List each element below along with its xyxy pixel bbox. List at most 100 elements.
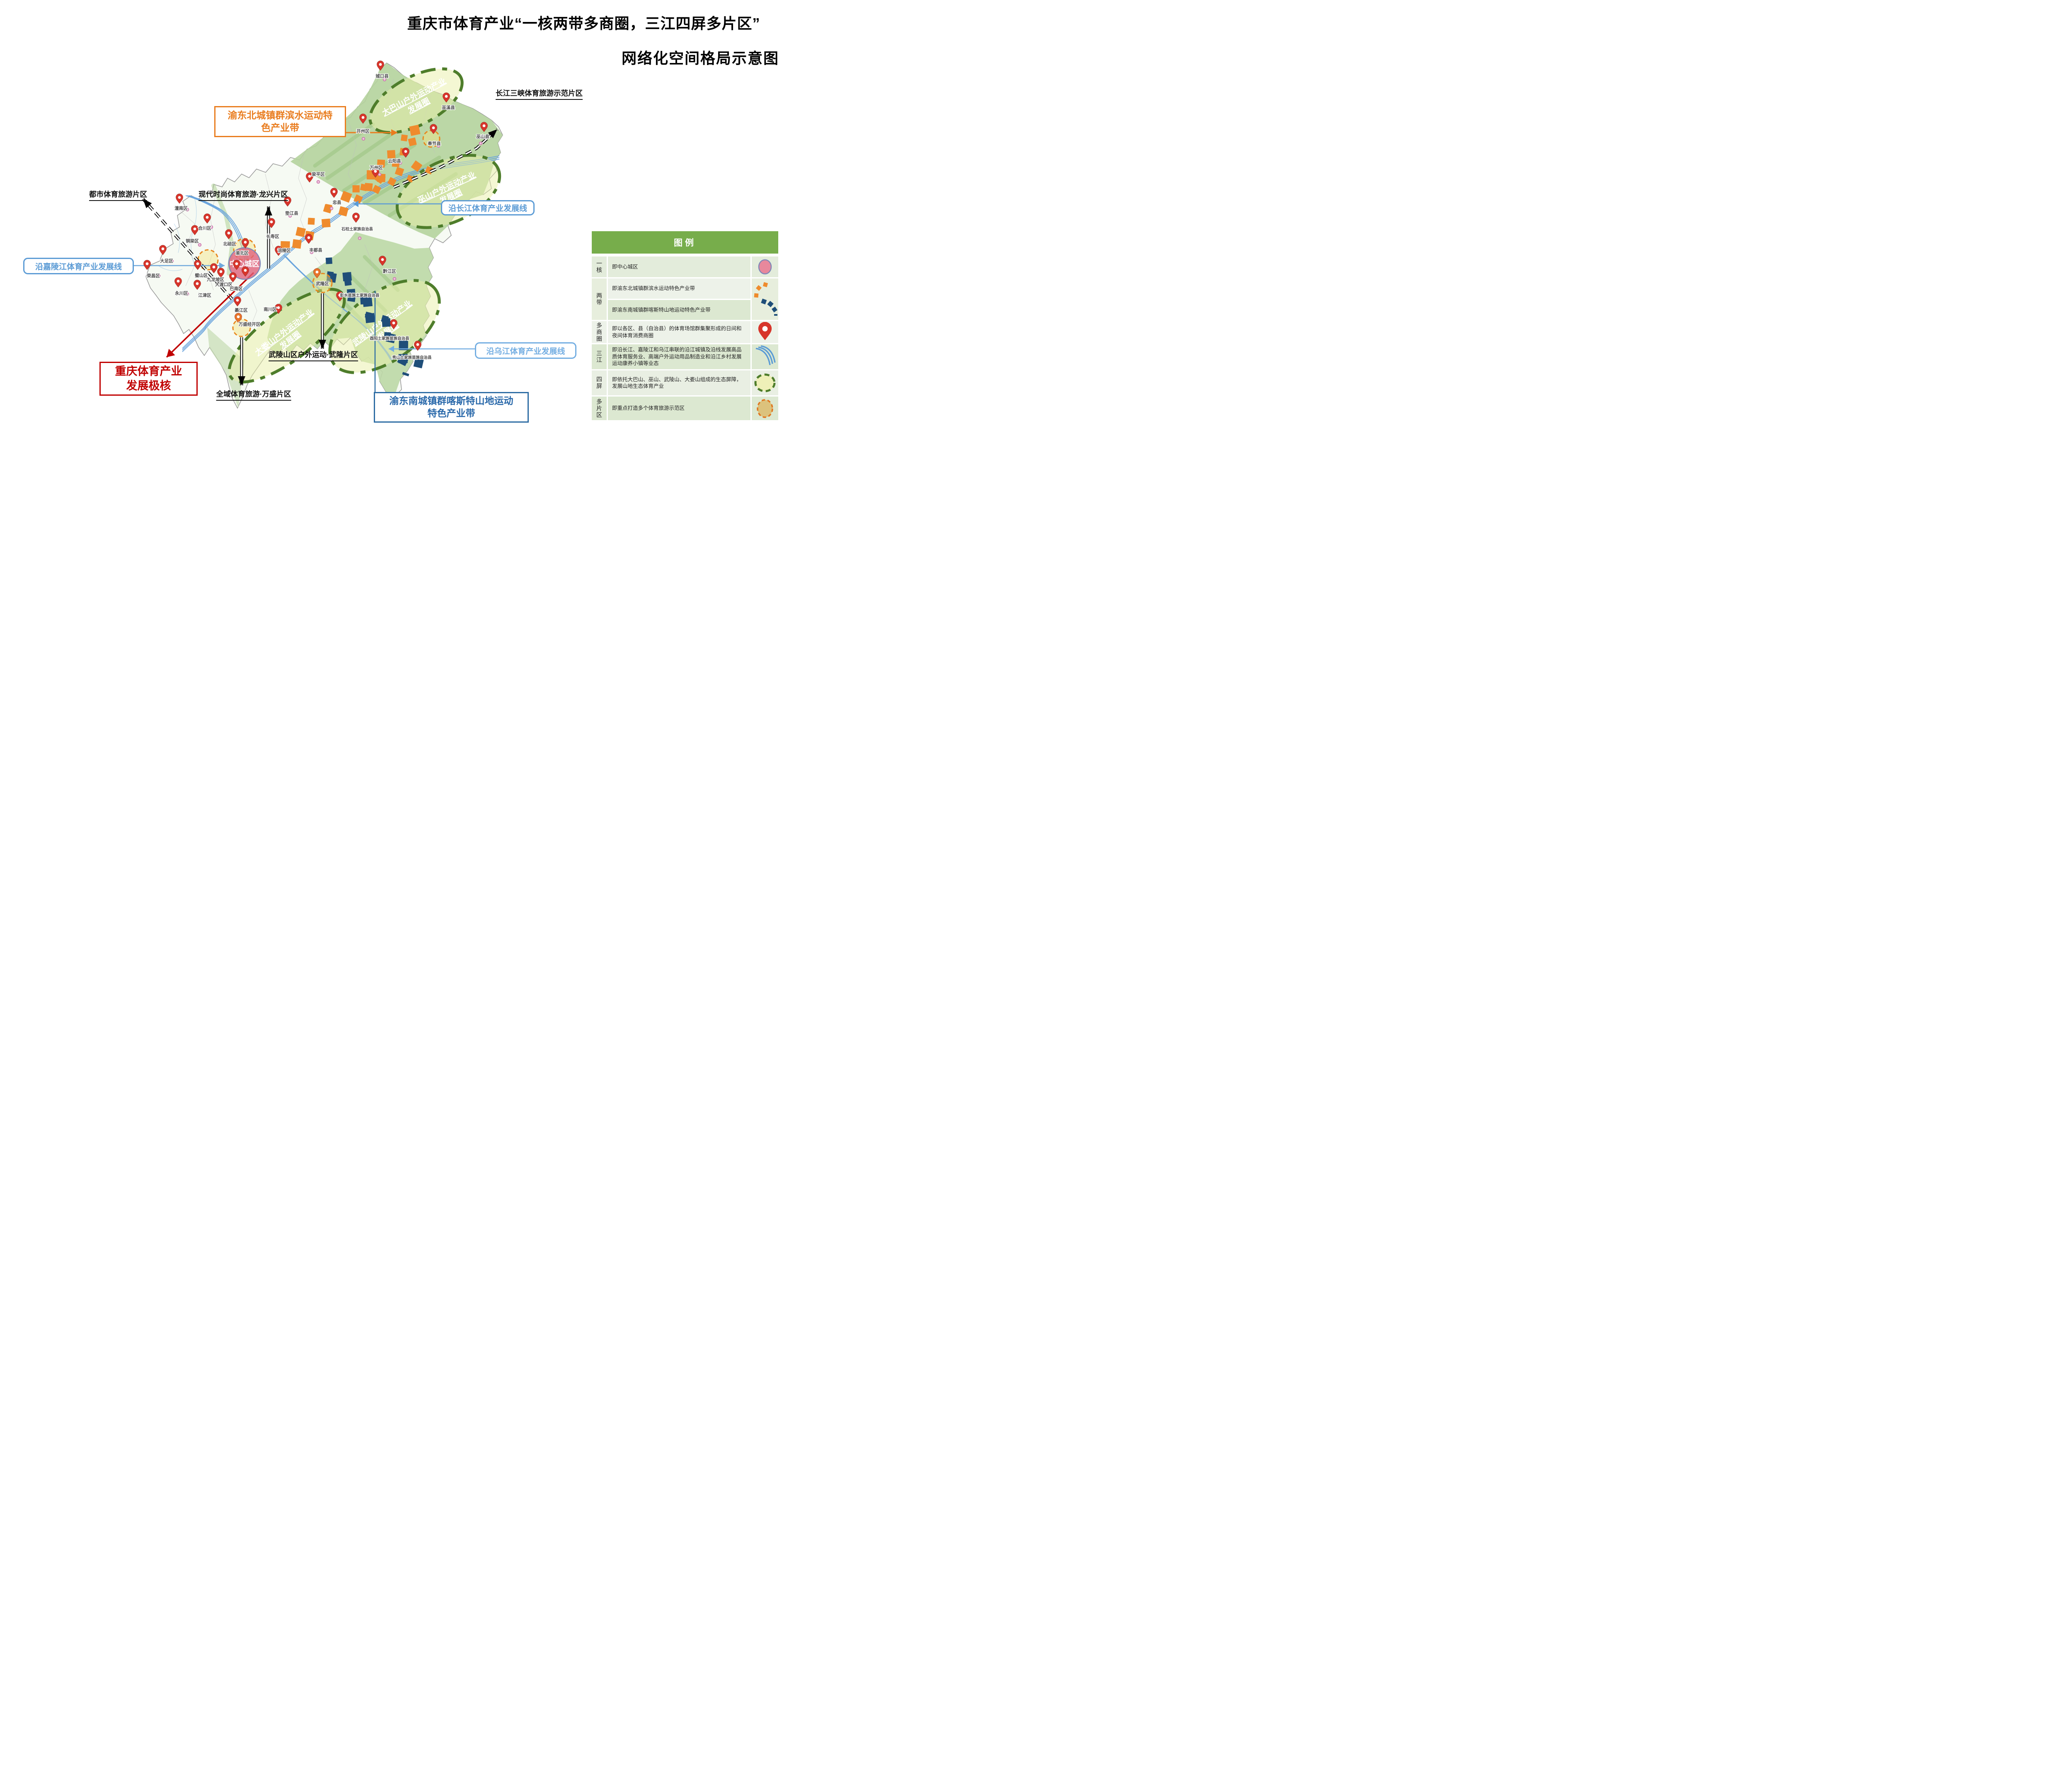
wansheng-zone-label: 全域体育旅游·万盛片区	[216, 389, 291, 401]
rivers-icon	[752, 344, 778, 369]
belt-diamond	[325, 257, 333, 264]
district-seat-dot	[316, 180, 320, 184]
legend-rows: 一核即中心城区两带即渝东北城镇群滨水运动特色产业带即渝东南城镇群喀斯特山地运动特…	[592, 256, 778, 420]
map-pin-icon	[306, 172, 313, 183]
map-pin-icon	[235, 313, 242, 323]
district-seat-dot	[185, 208, 189, 212]
map-pin-icon	[313, 268, 321, 278]
belts-icon	[752, 278, 778, 320]
legend-term: 两带	[592, 278, 607, 320]
map-pin-icon	[352, 213, 360, 223]
legend-desc: 即中心城区	[608, 256, 750, 277]
district-seat-dot	[479, 141, 483, 145]
district-label: 涪陵区	[278, 248, 291, 253]
map-pin-icon	[377, 60, 384, 71]
pin-icon	[752, 321, 778, 343]
belt-diamond	[353, 194, 363, 204]
district-label: 云阳县	[388, 159, 401, 164]
belt-diamond	[409, 124, 421, 136]
map-pin-icon	[402, 148, 409, 158]
screen-ellipse-icon	[752, 370, 778, 395]
legend-term: 四屏	[592, 370, 607, 395]
district-label: 万盛经开区	[238, 322, 261, 327]
chongqing-schematic-map: 大巴山户外运动产业发展圈巫山户外运动产业发展圈大娄山户外运动产业发展圈武陵山户外…	[132, 60, 503, 409]
district-label: 大渡口区	[215, 282, 232, 287]
legend-desc: 即依托大巴山、巫山、武陵山、大娄山组成的生态屏障，发展山地生态体育产业	[608, 370, 750, 395]
map-pin-icon	[174, 277, 182, 288]
district-seat-dot	[170, 259, 174, 264]
district-seat-dot	[329, 206, 334, 210]
belt-diamond	[387, 150, 396, 159]
legend-row: 两带即渝东北城镇群滨水运动特色产业带即渝东南城镇群喀斯特山地运动特色产业带	[592, 278, 778, 320]
legend-row: 多商圈即以各区、县（自治县）的体育场馆群集聚形成的日间和夜间体育消费商圈	[592, 321, 778, 343]
sanxia-zone-label: 长江三峡体育旅游示范片区	[496, 88, 583, 100]
district-seat-dot	[358, 236, 362, 240]
belt-diamond	[340, 191, 352, 203]
map-pin-icon	[268, 218, 275, 228]
northeast-belt-label-box: 渝东北城镇群滨水运动特 色产业带	[214, 106, 346, 137]
southeast-belt-label-box: 渝东南城镇群喀斯特山地运动 特色产业带	[374, 392, 529, 423]
belt-diamond	[401, 134, 408, 142]
legend-desc: 即渝东北城镇群滨水运动特色产业带	[608, 278, 750, 299]
district-label: 江津区	[198, 293, 211, 298]
legend-term: 三江	[592, 344, 607, 369]
map-pin-icon	[176, 194, 183, 204]
district-label: 巫山县	[476, 134, 489, 139]
belt-diamond	[292, 239, 302, 249]
map-pin-icon	[305, 234, 312, 244]
map-pin-icon	[372, 167, 379, 178]
legend-row: 一核即中心城区	[592, 256, 778, 277]
map-pin-icon	[480, 122, 488, 132]
southeast-belt-line1: 渝东南城镇群喀斯特山地运动	[389, 395, 513, 406]
belt-diamond	[382, 318, 391, 327]
legend-header: 图例	[592, 231, 778, 254]
map-pin-icon	[225, 229, 232, 239]
belt-diamond	[387, 177, 397, 186]
district-label: 綦江区	[234, 307, 248, 313]
legend-desc: 即重点打造多个体育旅游示范区	[608, 397, 750, 420]
southwest-terrain	[207, 327, 244, 408]
district-label: 璧山区	[195, 273, 208, 278]
district-label: 铜梁区	[186, 238, 199, 244]
map-pin-icon	[275, 304, 282, 314]
district-seat-dot	[392, 277, 397, 281]
map-pin-icon	[443, 92, 450, 103]
legend-desc: 即沿长江、嘉陵江和乌江串联的沿江城镇及沿线发展高品质体育服务业、高端户外运动用品…	[608, 344, 750, 369]
district-label: 北碚区	[223, 241, 236, 247]
development-circle	[368, 67, 464, 134]
legend-row: 三江即沿长江、嘉陵江和乌江串联的沿江城镇及沿线发展高品质体育服务业、高端户外运动…	[592, 344, 778, 369]
legend-term: 多片区	[592, 397, 607, 420]
district-label: 潼南区	[174, 206, 188, 211]
core-development-label-box: 重庆体育产业 发展极核	[99, 362, 198, 396]
core-box-line2: 发展极核	[126, 380, 171, 392]
map-pin-icon	[217, 268, 225, 278]
belt-diamond	[338, 206, 349, 217]
map-pin-icon	[390, 319, 397, 329]
belt-diamond	[392, 159, 400, 167]
district-label: 大足区	[160, 258, 173, 264]
core-city-circle	[228, 247, 261, 280]
belt-diamond	[321, 218, 331, 228]
jialing-development-line-label: 沿嘉陵江体育产业发展线	[23, 258, 134, 274]
map-pin-icon	[194, 280, 201, 290]
belt-diamond	[377, 159, 385, 168]
map-pin-icon	[234, 296, 241, 307]
belt-diamond	[399, 341, 408, 351]
zone-ellipse-icon	[752, 397, 778, 420]
belt-diamond	[413, 358, 424, 368]
district-label: 城口县	[375, 73, 389, 79]
district-label: 万州区	[369, 165, 383, 170]
belt-diamond	[352, 185, 360, 193]
map-pin-icon	[143, 260, 151, 270]
yangtze-development-line-label: 沿长江体育产业发展线	[441, 200, 535, 215]
belt-diamond	[397, 354, 409, 366]
legend: 图例 一核即中心城区两带即渝东北城镇群滨水运动特色产业带即渝东南城镇群喀斯特山地…	[592, 231, 778, 421]
district-seat-dot	[288, 214, 292, 218]
belt-diamond	[362, 297, 373, 307]
wulong-zone-label: 武陵山区户外运动·武隆片区	[269, 349, 358, 361]
core-ellipse-icon	[752, 256, 778, 277]
district-label: 垫江县	[285, 210, 298, 216]
belt-diamond	[411, 160, 423, 172]
map-pin-icon	[191, 225, 198, 235]
belt-diamond	[385, 333, 396, 343]
